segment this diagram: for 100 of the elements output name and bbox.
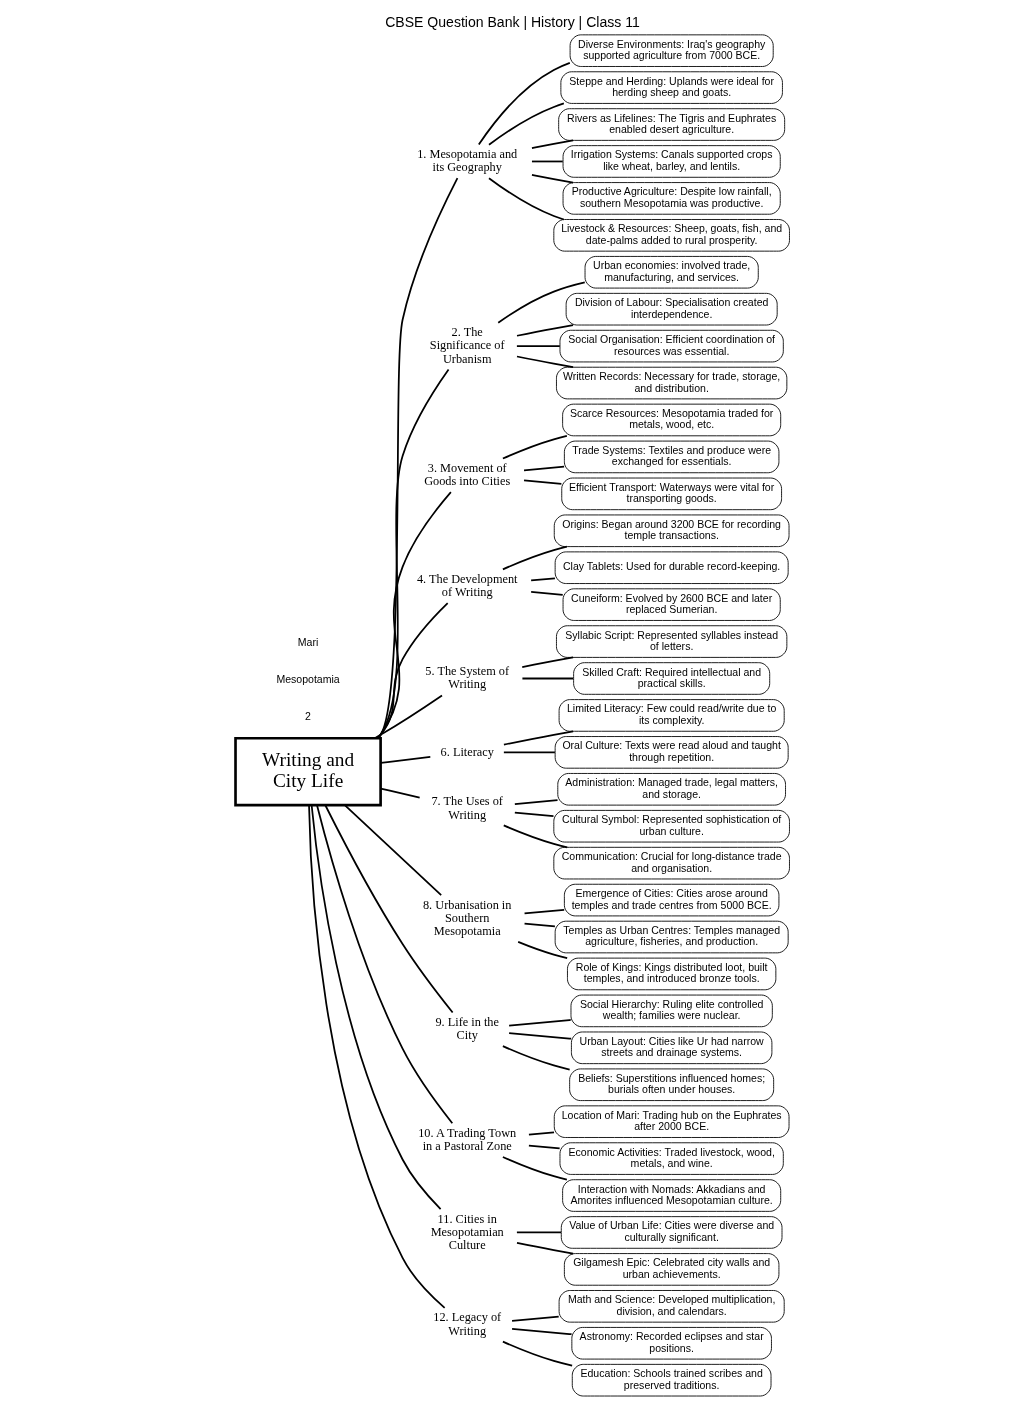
node-box: Gilgamesh Epic: Celebrated city walls and urban achievements. [563, 1253, 779, 1286]
node-box: Value of Urban Life: Cities were diverse and culturally significant. [560, 1216, 782, 1249]
node-text: 9. Life in the City [434, 1015, 499, 1043]
node-box: Urban economies: involved trade, manufacturing, and services. [584, 256, 759, 289]
node-box: Communication: Crucial for long-distance trade and organisation. [552, 846, 790, 880]
connector [521, 677, 574, 680]
connector [501, 1340, 573, 1367]
connector [343, 804, 442, 896]
connector [522, 479, 562, 485]
node-box: Administration: Managed trade, legal matters, and storage. [556, 773, 786, 806]
node-box: Math and Science: Developed multiplication, division, and calendars. [558, 1290, 785, 1323]
connector [310, 804, 441, 1210]
node-box: Cuneiform: Evolved by 2600 BCE and later replaced Sumerian. [562, 588, 781, 621]
connector [507, 1032, 572, 1040]
connector [522, 465, 565, 472]
node-box: Clay Tablets: Used for durable record-keeping. [554, 551, 789, 584]
node-box: Livestock & Resources: Sheep, goats, fish, and date-palms added to rural prosperity. [552, 219, 790, 252]
label: Mari [297, 636, 318, 649]
node-box: Urban Layout: Cities like Ur had narrow streets and drainage systems. [570, 1031, 772, 1065]
connector [530, 173, 574, 184]
node-box: Location of Mari: Trading hub on the Euphrates after 2000 BCE. [553, 1105, 789, 1138]
node-text: 8. Urbanisation in Southern Mesopotamia [422, 897, 511, 938]
connector [515, 1241, 574, 1255]
connector [376, 368, 449, 740]
connector [502, 730, 574, 746]
node-box: Limited Literacy: Few could read/write due to its complexity. [558, 699, 785, 732]
node-text: 7. The Uses of Writing [430, 794, 503, 822]
label: 2 [304, 709, 311, 722]
node-text: 12. Legacy of Writing [432, 1310, 501, 1338]
node-box: Writing and City Life [233, 736, 382, 807]
connector [529, 591, 564, 596]
node-box: Irrigation Systems: Canals supported crops like wheat, barley, and lentils. [562, 145, 781, 178]
connector [501, 1045, 571, 1071]
connector [523, 922, 556, 928]
node-text: 11. Cities in Mesopotamian Culture [430, 1211, 504, 1252]
connector [379, 755, 431, 764]
node-box: Scarce Resources: Mesopotamia traded for metals, wood, etc. [561, 403, 781, 437]
node-box: Skilled Craft: Required intellectual and practical skills. [572, 662, 770, 695]
node-box: Social Hierarchy: Ruling elite controlled wealth; families were nuclear. [570, 994, 773, 1028]
node-text: 4. The Development of Writing [416, 571, 517, 600]
connector [513, 811, 554, 817]
connector [530, 160, 564, 163]
label: Mesopotamia [275, 672, 340, 685]
connector [487, 102, 565, 146]
node-box: Productive Agriculture: Despite low rainfall, southern Mesopotamia was productive. [562, 182, 781, 215]
node-box: Social Organisation: Efficient coordination of resources was essential. [559, 329, 784, 363]
node-box: Origins: Began around 3200 BCE for recording temple transactions. [553, 514, 789, 548]
node-text: 2. The Significance of Urbanism [429, 325, 505, 366]
node-box: Oral Culture: Texts were read aloud and taught through repetition. [554, 736, 789, 769]
connector [510, 1315, 560, 1322]
connector [527, 1131, 555, 1136]
connector [323, 804, 454, 1014]
connector [529, 577, 556, 582]
node-box: Division of Labour: Specialisation created interdependence. [565, 292, 778, 326]
connector [501, 434, 568, 460]
connector [520, 656, 574, 668]
node-box: Economic Activities: Traded livestock, wood, metals, and wine. [559, 1142, 784, 1175]
node-text: 6. Literacy [440, 744, 494, 759]
connector [376, 602, 449, 740]
node-box: Beliefs: Superstitions influenced homes; burials often under houses. [568, 1068, 774, 1101]
node-text: 10. A Trading Town in a Pastoral Zone [417, 1125, 516, 1153]
connector [502, 751, 556, 754]
node-text: 1. Mesopotamia and its Geography [416, 147, 517, 175]
connector [507, 1019, 572, 1027]
connector [376, 177, 458, 740]
connector [523, 908, 565, 915]
node-box: Role of Kings: Kings distributed loot, built temples, and introduced bronze tools. [566, 957, 776, 991]
diagram-title: CBSE Question Bank | History | Class 11 [384, 13, 640, 30]
connector [477, 62, 571, 146]
connector [373, 694, 443, 740]
connector [527, 1144, 560, 1150]
node-text: 3. Movement of Goods into Cities [423, 461, 510, 489]
node-box: Interaction with Nomads: Akkadians and Amorites influenced Mesopotamian culture. [561, 1179, 781, 1212]
connector [513, 799, 558, 806]
node-text: 5. The System of Writing [424, 664, 509, 692]
node-box: Cultural Symbol: Represented sophistication of urban culture. [552, 809, 790, 843]
connector [515, 355, 574, 369]
node-box: Astronomy: Recorded eclipses and star positions. [570, 1327, 772, 1360]
node-box: Syllabic Script: Represented syllables instead of letters. [555, 625, 787, 658]
node-box: Rivers as Lifelines: The Tigris and Euphrates enabled desert agriculture. [557, 108, 785, 141]
connector [487, 177, 565, 221]
connector [379, 787, 421, 799]
node-box: Steppe and Herding: Uplands were ideal for herding sheep and goats. [559, 71, 783, 104]
connector [515, 345, 561, 347]
connector [515, 1231, 562, 1234]
node-box: Education: Schools trained scribes and preserved traditions. [571, 1363, 771, 1397]
connector [515, 324, 574, 337]
node-box: Temples as Urban Centres: Temples managed agriculture, fisheries, and production. [554, 920, 789, 954]
connector [315, 804, 453, 1125]
connector [307, 804, 446, 1309]
node-box: Efficient Transport: Waterways were vital for transporting goods. [560, 477, 782, 511]
connector [516, 941, 568, 960]
node-box: Written Records: Necessary for trade, storage, and distribution. [555, 366, 787, 400]
connector [376, 491, 452, 739]
connector [496, 281, 586, 324]
connector [530, 139, 574, 149]
node-box: Emergence of Cities: Cities arose around temples and trade centres from 5000 BCE. [563, 883, 779, 917]
node-box: Trade Systems: Textiles and produce were exchanged for essentials. [563, 440, 779, 474]
node-box: Diverse Environments: Iraq's geography supported agriculture from 7000 BCE. [569, 34, 774, 67]
connector [501, 1156, 568, 1181]
